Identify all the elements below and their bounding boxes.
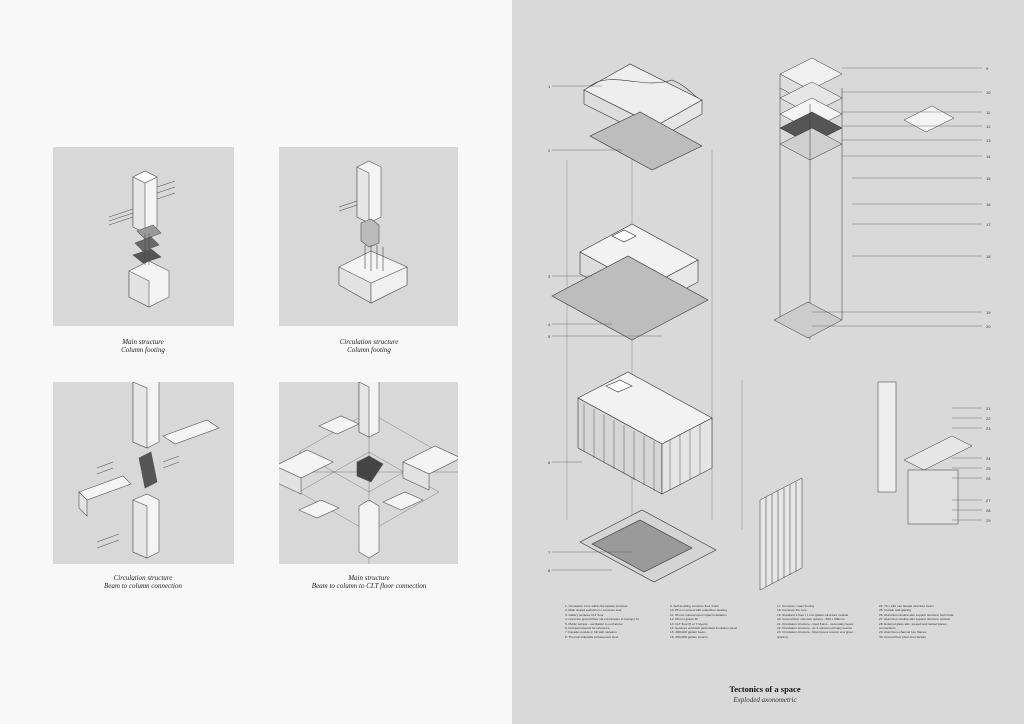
circulation-column-footing-drawing (338, 160, 408, 304)
lower-floor-module (577, 371, 713, 495)
legend-item: 12. 80 mm gravel fill (670, 617, 698, 622)
callout-label: 7 (548, 550, 551, 555)
caption-line-2: Column footing (347, 346, 391, 354)
caption-line-1: Main structure (348, 574, 390, 582)
legend-item: 6. Full axonometric for reference (565, 626, 610, 631)
caption-line-2: Column footing (121, 346, 165, 354)
legend-item: 27. Aluminium double skin support struct… (879, 617, 950, 622)
title-block: Tectonics of a space Exploded axonometri… (690, 684, 840, 705)
exploded-axonometric-drawing: 1 2 3 4 5 6 7 8 9 10 11 12 13 14 15 16 1… (548, 57, 991, 591)
callout-label: 29 (986, 518, 991, 523)
callout-label: 22 (986, 416, 991, 421)
callout-label: 25 (986, 466, 991, 471)
callout-label: 10 (986, 90, 991, 95)
legend-item: 20. Ground floor concrete column - 500 x… (777, 617, 845, 622)
legend-item: 3. Gallery terraces CLT floor (565, 612, 604, 617)
caption-circulation-column-footing: Circulation structure Column footing (279, 338, 459, 354)
legend-item: 15. 400x400 glulam beam (670, 630, 706, 635)
upper-floor-module (551, 223, 709, 341)
callout-label: 5 (548, 334, 551, 339)
callout-label: 4 (548, 322, 551, 327)
caption-main-column-footing: Main structure Column footing (53, 338, 233, 354)
callout-label: 18 (986, 254, 991, 259)
legend-item: 29. Aluminium channel box frames (879, 630, 927, 635)
detail-panel-main-beam-column-clt (279, 382, 458, 564)
roof-module (583, 63, 703, 171)
legend-item: 13. CLT floor (5 or 7 layers) (670, 621, 708, 626)
detail-panel-circulation-beam-column (53, 382, 234, 564)
page-title: Tectonics of a space (729, 684, 801, 694)
caption-line-1: Circulation structure (113, 574, 173, 582)
callout-label: 21 (986, 406, 991, 411)
legend-item: 22. Circulation structure - 2x 2 columns… (777, 626, 852, 631)
legend-item: 4. Concrete ground floor via colonnades … (565, 617, 640, 622)
callout-label: 23 (986, 426, 991, 431)
legend-item: 8. Thermal sidewalls at basement level (565, 634, 619, 639)
main-beam-column-clt-drawing (279, 382, 458, 564)
callout-label: 8 (548, 568, 551, 573)
legend-item: 24. 70 x 240 mm facade structure beam (879, 604, 934, 608)
detail-panel-circulation-column-footing (279, 147, 458, 326)
circulation-core-stack (877, 105, 973, 525)
callout-label: 26 (986, 476, 991, 481)
circulation-beam-column-drawing (78, 382, 220, 559)
legend-item: 23. Circulation structure - Rpocrpress c… (777, 630, 854, 635)
legend-item: spacing (777, 634, 788, 639)
callout-label: 20 (986, 324, 991, 329)
callout-label: 11 (986, 110, 991, 115)
callout-label: 13 (986, 138, 991, 143)
floor-layer-stack (773, 57, 843, 340)
legend-item: 28. External glass skin, treated and slo… (879, 621, 947, 626)
caption-line-1: Circulation structure (339, 338, 399, 346)
callout-label: 16 (986, 202, 991, 207)
callout-label: 6 (548, 460, 551, 465)
callout-label: 3 (548, 274, 551, 279)
caption-line-2: Beam to column to CLT floor connection (311, 582, 427, 590)
legend-item: connections (879, 626, 896, 631)
legend-item: 1. Circulation zone within the facade st… (565, 604, 628, 608)
legend-item: 7. Facade module in full with variation (565, 630, 617, 635)
facade-module (759, 477, 803, 591)
legend-item: 10. 85 mm screed with underfloor heating (670, 608, 727, 613)
legend-item: 26. Aluminium double skin support struct… (879, 612, 954, 617)
legend-column-3: 17. Concrete / steel footing 18. Concret… (777, 604, 877, 639)
callout-label: 2 (548, 148, 551, 153)
left-page (0, 0, 512, 724)
detail-panel-main-column-footing (53, 147, 234, 326)
legend-item: 14. Services void with perforated insula… (670, 626, 738, 631)
legend-item: 18. Concrete fire core (777, 608, 807, 613)
page-subtitle: Exploded axonometric (733, 696, 797, 704)
legend-column-4: 24. 70 x 240 mm facade structure beam 25… (879, 604, 979, 639)
callout-label: 9 (986, 66, 989, 71)
callout-label: 28 (986, 508, 991, 513)
legend: 1. Circulation zone within the facade st… (565, 604, 995, 664)
callout-label: 19 (986, 310, 991, 315)
basement-module (579, 509, 717, 583)
legend-item: 5. Public terrace - ventilation to roof … (565, 621, 623, 626)
caption-line-2: Beam to column connection (104, 582, 182, 590)
main-column-footing-drawing (108, 170, 176, 308)
callout-label: 14 (986, 154, 991, 159)
legend-column-2: 9. Self-levelling concrete floor finish … (670, 604, 770, 639)
legend-item: 2. Main sloped auditorium / concrete sta… (565, 608, 622, 613)
legend-item: 19. Standard 1 floor / 1 row glulam stru… (777, 612, 849, 617)
legend-item: 25. Curtain wall glazing (879, 608, 911, 613)
legend-item: 30. Ground floor pivot door facade (879, 634, 926, 639)
legend-item: 17. Concrete / steel footing (777, 604, 814, 608)
legend-item: 21. Circulation structure - steel frame … (777, 621, 854, 626)
legend-item: 16. 300x300 glulam column (670, 634, 708, 639)
callout-label: 27 (986, 498, 991, 503)
caption-line-1: Main structure (122, 338, 164, 346)
legend-item: 9. Self-levelling concrete floor finish (670, 604, 719, 608)
callout-label: 24 (986, 456, 991, 461)
legend-column-1: 1. Circulation zone within the facade st… (565, 604, 665, 639)
callout-label: 1 (548, 84, 551, 89)
callout-label: 12 (986, 124, 991, 129)
callout-label: 17 (986, 222, 991, 227)
callout-label: 15 (986, 176, 991, 181)
caption-circulation-beam-column: Circulation structure Beam to column con… (53, 574, 233, 590)
caption-main-beam-column-clt: Main structure Beam to column to CLT flo… (279, 574, 459, 590)
legend-item: 11. 30 mm mineral wool impact insulation (670, 612, 727, 617)
